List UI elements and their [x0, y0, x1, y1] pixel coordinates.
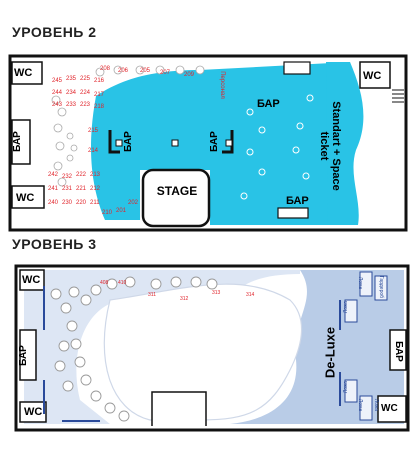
table-number[interactable]: 211 [90, 200, 100, 206]
bar-top-counter [283, 61, 311, 75]
deluxe-zone-label[interactable]: De-Luxe [322, 326, 338, 379]
lodge-label[interactable]: Ложа [373, 398, 380, 412]
stage-label-l2[interactable]: STAGE [156, 184, 198, 198]
wc-label-l3-top: WC [22, 274, 41, 286]
table-number[interactable]: 241 [48, 186, 59, 192]
lodge-label[interactable]: Гардероб [378, 276, 384, 298]
wc-label-l2-right: WC [363, 70, 382, 82]
table-number[interactable]: 223 [80, 102, 91, 108]
table-number[interactable]: 410 [118, 280, 127, 286]
table-number[interactable]: 313 [212, 290, 221, 296]
stage-level-2[interactable] [141, 168, 211, 228]
bar-label-l2-left: БАР [11, 131, 23, 152]
table-number[interactable]: 218 [94, 104, 105, 110]
table-number[interactable]: 210 [102, 210, 113, 216]
table-number[interactable]: 209 [184, 72, 195, 78]
table-number[interactable]: 231 [62, 186, 73, 192]
table-number[interactable]: 216 [94, 78, 105, 84]
table-number[interactable]: 235 [66, 76, 77, 82]
table-number[interactable]: 408 [100, 280, 109, 286]
lodge-label[interactable]: Ложа [357, 398, 364, 412]
wc-label-l3-right: WC [381, 403, 398, 414]
table-number[interactable]: 311 [148, 292, 156, 298]
bar-left-counter [11, 119, 31, 165]
lodge-label[interactable]: Ложа [343, 380, 350, 394]
level-2-seats [51, 65, 205, 187]
level-3-title: УРОВЕНЬ 3 [12, 236, 97, 252]
standart-zone-label[interactable]: Standart + Space ticket [318, 101, 342, 191]
pillar [115, 139, 123, 147]
bar-bottom-counter [277, 207, 309, 219]
level-2-title: УРОВЕНЬ 2 [12, 24, 97, 40]
bar-label-l3-right: БАР [392, 341, 404, 362]
lodge-label[interactable]: Ложа [357, 276, 364, 290]
wc-label-l2-bottom: WC [16, 192, 35, 204]
table-number[interactable]: 205 [140, 68, 151, 74]
stairs-right [392, 89, 404, 103]
table-number[interactable]: 222 [76, 172, 87, 178]
standart-seat-marks [240, 94, 314, 200]
table-number[interactable]: 217 [94, 92, 105, 98]
table-number[interactable]: 206 [118, 68, 129, 74]
table-number[interactable]: 230 [62, 200, 73, 206]
table-number[interactable]: 221 [76, 186, 87, 192]
bar-mid-left-bracket [108, 130, 120, 154]
table-number[interactable]: 242 [48, 172, 59, 178]
lodge-label[interactable]: Ложа [343, 300, 350, 314]
bar-label-l3-left: БАР [17, 345, 29, 366]
table-number[interactable]: 212 [90, 186, 101, 192]
table-number[interactable]: 224 [80, 90, 91, 96]
table-number[interactable]: 201 [116, 208, 127, 214]
table-number[interactable]: 234 [66, 90, 77, 96]
table-number[interactable]: 245 [52, 78, 63, 84]
table-number[interactable]: 225 [80, 76, 91, 82]
bar-label-l2-top: БАР [257, 98, 280, 110]
table-number[interactable]: 232 [62, 174, 73, 180]
wc-room-right [359, 61, 391, 89]
table-number[interactable]: 243 [52, 102, 63, 108]
table-number[interactable]: 213 [90, 172, 101, 178]
wc-room-left-bottom [11, 185, 45, 209]
bar-label-l2-mid-right: БАР [208, 131, 220, 152]
bar-label-l2-mid-left: БАР [122, 131, 134, 152]
wc-label-l2-top: WC [14, 67, 33, 79]
table-number[interactable]: 220 [76, 200, 87, 206]
table-number[interactable]: 202 [128, 200, 139, 206]
table-number[interactable]: 240 [48, 200, 59, 206]
standart-zone-right[interactable] [326, 62, 364, 225]
table-number[interactable]: 244 [52, 90, 63, 96]
bar-mid-right-bracket [222, 130, 234, 154]
wc-room-left-top [11, 61, 43, 85]
standart-zone[interactable] [90, 62, 359, 225]
wc-label-l3-bottom: WC [24, 406, 43, 418]
table-number[interactable]: 214 [88, 148, 99, 154]
service-label: Персонал [218, 71, 225, 99]
pillar [225, 139, 233, 147]
table-number[interactable]: 312 [180, 296, 189, 302]
pillar [171, 139, 179, 147]
table-number[interactable]: 233 [66, 102, 77, 108]
table-number[interactable]: 215 [88, 128, 99, 134]
table-number[interactable]: 207 [160, 70, 171, 76]
table-number[interactable]: 314 [246, 292, 255, 298]
bar-label-l2-bottom: БАР [286, 195, 309, 207]
table-number[interactable]: 208 [100, 66, 111, 72]
